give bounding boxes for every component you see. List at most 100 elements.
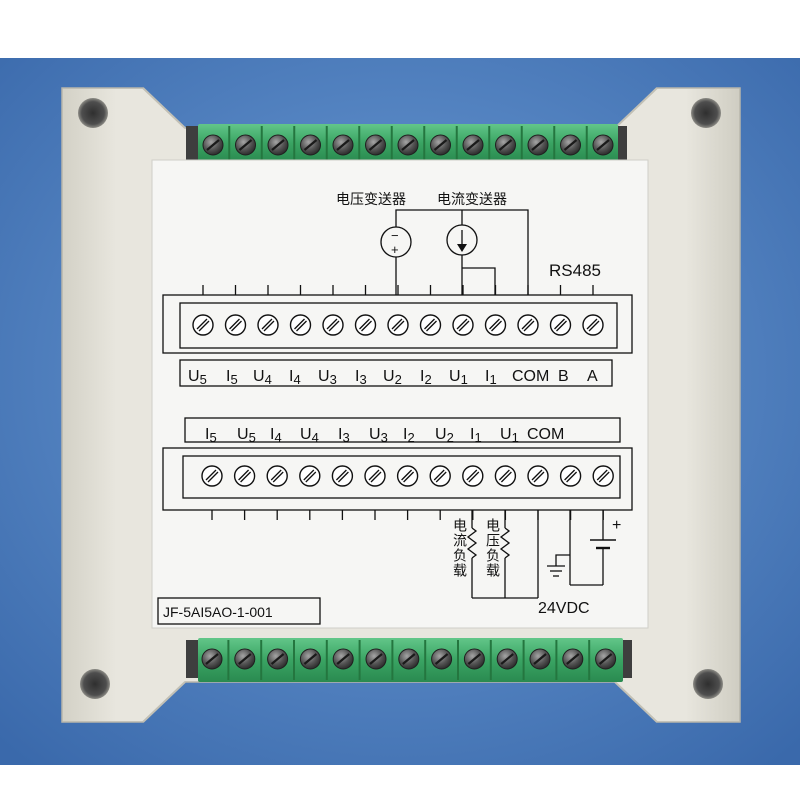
printed-terminal-screw xyxy=(289,314,312,336)
printed-terminal-screw xyxy=(266,465,288,487)
terminal-label: I3 xyxy=(338,426,350,445)
wiring-label xyxy=(151,159,649,629)
printed-terminal-screw xyxy=(364,465,386,487)
terminal-label: I1 xyxy=(485,368,497,387)
printed-terminal-screw xyxy=(257,314,279,336)
terminal-block-top xyxy=(186,124,627,162)
terminal-screw xyxy=(267,648,289,670)
voltage-load-label: 电压负载 xyxy=(484,518,500,578)
power-wiring: + xyxy=(547,510,621,586)
terminal-label: COM xyxy=(527,426,564,443)
terminal-screw xyxy=(463,648,485,670)
terminal-screw xyxy=(430,134,451,156)
terminal-screw xyxy=(332,134,354,156)
terminal-label: U1 xyxy=(500,426,519,445)
terminal-screw xyxy=(235,134,256,156)
terminal-label: U4 xyxy=(253,368,272,387)
printed-terminal-screw xyxy=(494,465,517,487)
current-load-label: 电流负载 xyxy=(451,518,467,578)
terminal-label: B xyxy=(558,368,569,385)
terminal-screw xyxy=(462,134,484,156)
printed-terminal-screw xyxy=(396,465,419,487)
terminal-label: U3 xyxy=(318,368,337,387)
terminal-screw xyxy=(365,648,387,670)
terminal-screw xyxy=(201,648,223,670)
terminal-screw xyxy=(527,134,549,156)
mounting-hole xyxy=(691,98,721,128)
terminal-screw xyxy=(595,648,617,670)
terminal-label: I5 xyxy=(205,426,217,445)
printed-terminal-screw xyxy=(527,465,549,487)
terminal-block-bottom xyxy=(186,638,632,682)
voltage-source-symbol: − + xyxy=(380,226,412,258)
current-load-resistor xyxy=(466,527,478,559)
terminal-label: U4 xyxy=(300,426,319,445)
terminal-label: I3 xyxy=(355,368,367,387)
printed-terminal-screw xyxy=(322,314,344,336)
printed-terminal-strip-bottom xyxy=(162,417,633,520)
mounting-hole xyxy=(78,98,108,128)
printed-terminal-screw xyxy=(299,465,321,487)
printed-terminal-screw xyxy=(419,314,442,336)
terminal-label: U5 xyxy=(188,368,207,387)
terminal-screw xyxy=(234,648,256,670)
model-number: JF-5AI5AO-1-001 xyxy=(163,604,273,620)
terminal-label: I4 xyxy=(270,426,282,445)
current-transmitter-label: 电流变送器 xyxy=(437,192,507,208)
terminal-label: U2 xyxy=(435,426,454,445)
terminal-label: COM xyxy=(512,368,549,385)
svg-text:−: − xyxy=(391,228,399,243)
terminal-screw xyxy=(365,134,386,156)
terminal-screw xyxy=(560,134,581,156)
voltage-transmitter-label: 电压变送器 xyxy=(336,192,406,208)
terminal-screw xyxy=(299,648,321,670)
voltage-load-resistor xyxy=(499,527,511,559)
terminal-screw xyxy=(398,648,420,670)
printed-terminal-screw xyxy=(592,465,614,487)
printed-terminal-screw xyxy=(462,465,484,487)
printed-terminal-screw xyxy=(582,314,604,336)
terminal-screw xyxy=(202,134,224,156)
rs485-label: RS485 xyxy=(549,261,601,280)
mounting-hole xyxy=(80,669,110,699)
printed-terminal-screw xyxy=(331,465,354,487)
printed-terminal-screw xyxy=(452,314,474,336)
ground-symbol xyxy=(547,565,565,577)
terminal-label: U2 xyxy=(383,368,402,387)
terminal-label: I1 xyxy=(470,426,482,445)
printed-terminal-screw xyxy=(429,465,451,487)
power-supply-label: 24VDC xyxy=(538,600,590,617)
terminal-label: I2 xyxy=(420,368,432,387)
printed-terminal-screw xyxy=(484,314,507,336)
terminal-label: I4 xyxy=(289,368,301,387)
model-number-box xyxy=(157,597,321,625)
printed-terminal-screw xyxy=(192,314,214,336)
printed-terminal-screw xyxy=(201,465,223,487)
terminal-label: U1 xyxy=(449,368,468,387)
printed-terminal-screw xyxy=(387,314,409,336)
terminal-screw xyxy=(267,134,289,156)
terminal-label: I2 xyxy=(403,426,415,445)
terminal-screw xyxy=(529,648,551,670)
terminal-screw xyxy=(397,134,419,156)
printed-terminal-screw xyxy=(559,465,582,487)
terminal-screw xyxy=(496,648,518,670)
terminal-label: U3 xyxy=(369,426,388,445)
top-terminal-labels: U5 I5 U4 I4 U3 I3 U2 I2 U1 I1 COM B A xyxy=(188,368,598,387)
printed-terminal-screw xyxy=(549,314,572,336)
printed-terminal-screw xyxy=(224,314,247,336)
terminal-screw xyxy=(562,648,584,670)
bottom-terminal-labels: I5 U5 I4 U4 I3 U3 I2 U2 I1 U1 COM xyxy=(205,426,564,445)
terminal-label: I5 xyxy=(226,368,238,387)
terminal-screw xyxy=(332,648,354,670)
terminal-label: U5 xyxy=(237,426,256,445)
printed-terminal-screw xyxy=(354,314,377,336)
terminal-screw xyxy=(592,134,614,156)
terminal-screw xyxy=(495,134,516,156)
printed-terminal-screw xyxy=(233,465,256,487)
current-source-symbol xyxy=(446,224,478,256)
svg-text:+: + xyxy=(391,242,399,257)
terminal-screw xyxy=(300,134,321,156)
load-wiring xyxy=(466,510,539,599)
